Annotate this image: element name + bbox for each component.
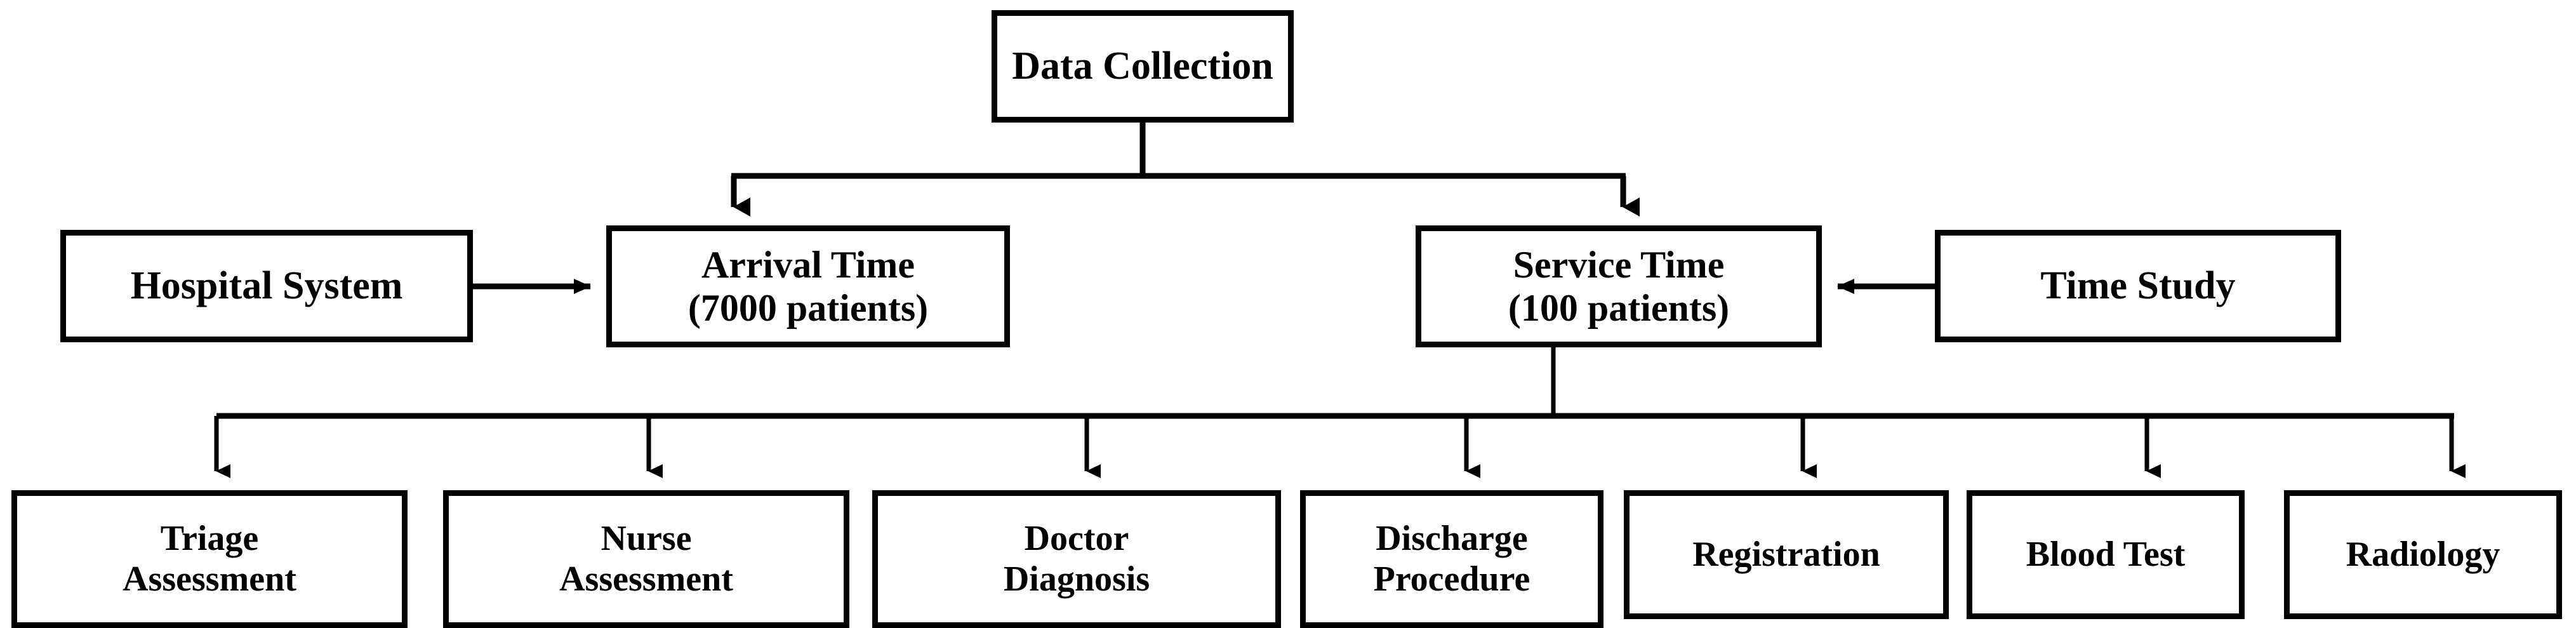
node-discharge-procedure-label-line-2: Procedure bbox=[1373, 559, 1530, 599]
node-blood-test-label-line-1: Blood Test bbox=[2026, 534, 2186, 574]
node-nurse-assessment-label-line-2: Assessment bbox=[559, 559, 733, 599]
edge-service-time-to-split bbox=[216, 347, 2454, 419]
node-registration[interactable]: Registration bbox=[1624, 490, 1949, 619]
node-arrival-time-label-line-1: Arrival Time bbox=[701, 243, 915, 286]
node-time-study-label-line-1: Time Study bbox=[2040, 264, 2236, 308]
node-hospital-system[interactable]: Hospital System bbox=[60, 230, 473, 342]
node-doctor-diagnosis-label-line-1: Doctor bbox=[1024, 518, 1129, 558]
node-hospital-system-label-line-1: Hospital System bbox=[130, 264, 403, 308]
node-registration-label-line-1: Registration bbox=[1692, 534, 1880, 574]
node-arrival-time[interactable]: Arrival Time(7000 patients) bbox=[606, 225, 1010, 347]
node-time-study[interactable]: Time Study bbox=[1935, 230, 2341, 342]
node-data-collection[interactable]: Data Collection bbox=[992, 10, 1294, 123]
node-service-time-label-line-1: Service Time bbox=[1513, 243, 1725, 286]
edge-data-collection-to-split bbox=[731, 123, 1626, 179]
node-blood-test[interactable]: Blood Test bbox=[1967, 490, 2245, 619]
node-radiology-label-line-1: Radiology bbox=[2346, 534, 2500, 574]
node-service-time[interactable]: Service Time(100 patients) bbox=[1416, 225, 1822, 347]
node-arrival-time-label-line-2: (7000 patients) bbox=[687, 287, 929, 329]
node-nurse-assessment-label-line-1: Nurse bbox=[601, 518, 692, 558]
node-triage-assessment-label-line-1: Triage bbox=[160, 518, 259, 558]
node-radiology[interactable]: Radiology bbox=[2284, 490, 2562, 619]
node-doctor-diagnosis-label-line-2: Diagnosis bbox=[1003, 559, 1150, 599]
node-service-time-label-line-2: (100 patients) bbox=[1508, 287, 1730, 329]
node-triage-assessment-label-line-2: Assessment bbox=[123, 559, 296, 599]
node-data-collection-label-line-1: Data Collection bbox=[1012, 44, 1273, 88]
node-discharge-procedure-label-line-1: Discharge bbox=[1376, 518, 1528, 558]
